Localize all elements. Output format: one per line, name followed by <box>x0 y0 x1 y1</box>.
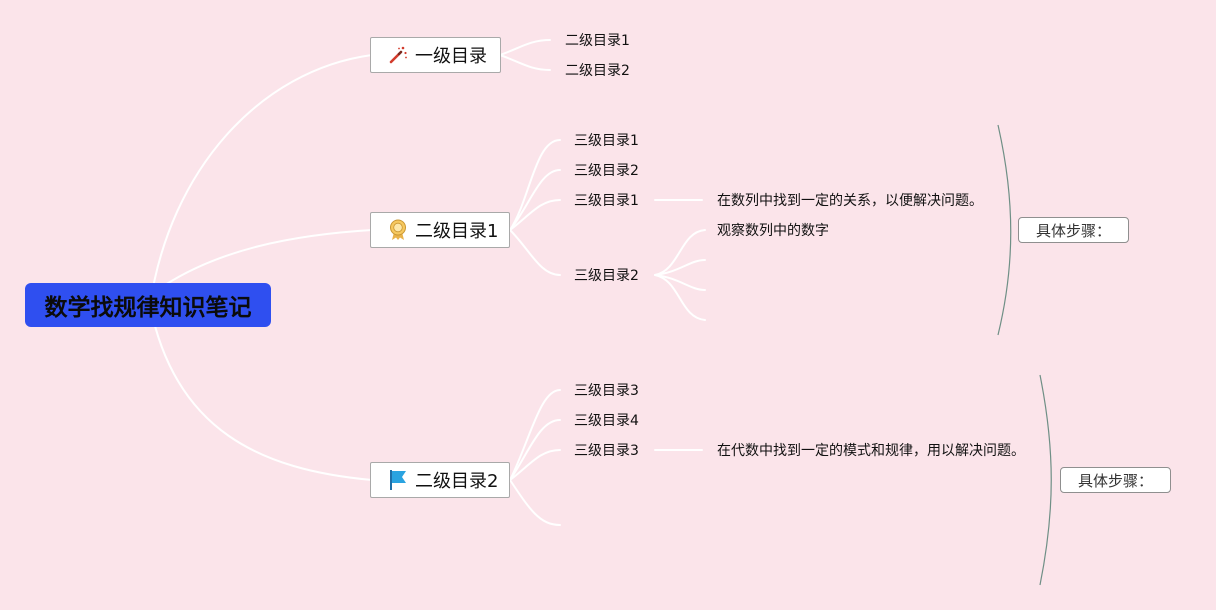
topic-2[interactable]: 二级目录1 <box>370 212 510 248</box>
subtopic-2-3[interactable]: 三级目录1 <box>574 193 639 209</box>
detail-2-1[interactable]: 在数列中找到一定的关系，以便解决问题。 <box>717 193 983 209</box>
subtopic-3-1[interactable]: 三级目录3 <box>574 383 639 399</box>
root-topic[interactable]: 数学找规律知识笔记 <box>25 283 271 327</box>
summary-box-2[interactable]: 具体步骤： <box>1060 467 1171 493</box>
subtopic-3-2[interactable]: 三级目录4 <box>574 413 639 429</box>
award-ribbon-icon <box>387 219 409 241</box>
flag-icon <box>387 469 409 491</box>
detail-3-1[interactable]: 在代数中找到一定的模式和规律，用以解决问题。 <box>717 443 1025 459</box>
topic-3-label: 二级目录2 <box>415 471 499 492</box>
magic-wand-icon <box>387 44 409 66</box>
subtopic-2-2[interactable]: 三级目录2 <box>574 163 639 179</box>
topic-1[interactable]: 一级目录 <box>370 37 501 73</box>
subtopic-2-4[interactable]: 三级目录2 <box>574 268 639 284</box>
topic-2-label: 二级目录1 <box>415 221 499 242</box>
summary-box-1[interactable]: 具体步骤： <box>1018 217 1129 243</box>
subtopic-1-1[interactable]: 二级目录1 <box>565 33 630 49</box>
detail-2-2[interactable]: 观察数列中的数字 <box>717 223 829 239</box>
subtopic-2-1[interactable]: 三级目录1 <box>574 133 639 149</box>
subtopic-3-3[interactable]: 三级目录3 <box>574 443 639 459</box>
subtopic-1-2[interactable]: 二级目录2 <box>565 63 630 79</box>
topic-3[interactable]: 二级目录2 <box>370 462 510 498</box>
topic-1-label: 一级目录 <box>415 46 487 67</box>
